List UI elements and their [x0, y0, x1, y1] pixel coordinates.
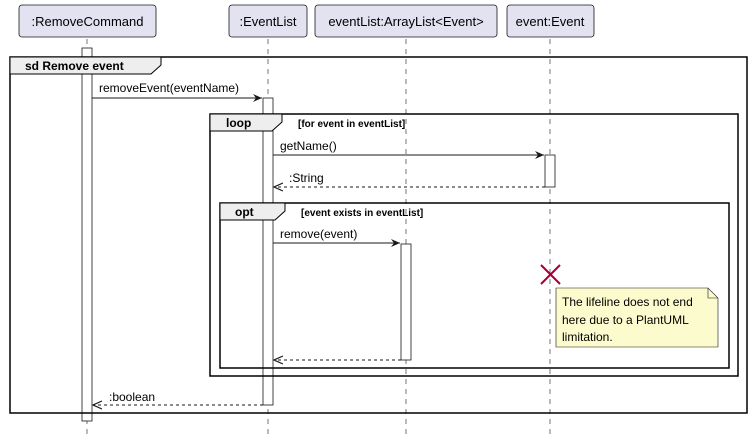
note-line-1: The lifeline does not end — [562, 295, 693, 309]
loop-frame: loop [for event in eventList] — [209, 113, 739, 377]
note-line-2: here due to a PlantUML — [562, 313, 689, 327]
message-label: remove(event) — [280, 227, 357, 241]
activation-event-list — [262, 97, 274, 406]
message-remove-event-call[interactable]: remove(event) — [273, 227, 400, 247]
participant-event[interactable]: event:Event — [506, 4, 595, 38]
loop-frame-guard: [for event in eventList] — [298, 119, 405, 130]
participant-event-list[interactable]: :EventList — [228, 4, 308, 38]
activation-event — [544, 154, 556, 188]
loop-frame-keyword: loop — [226, 116, 251, 130]
activations — [81, 47, 556, 422]
participant-arraylist[interactable]: eventList:ArrayList<Event> — [314, 4, 498, 38]
participant-label: eventList:ArrayList<Event> — [328, 14, 483, 29]
sd-frame: sd Remove event — [9, 56, 748, 414]
opt-frame-keyword: opt — [235, 205, 254, 219]
activation-arraylist — [400, 243, 412, 361]
message-label: :boolean — [109, 390, 155, 404]
destroy-x-icon — [540, 264, 561, 285]
participant-label: :EventList — [239, 14, 296, 29]
message-label: getName() — [280, 139, 337, 153]
note[interactable]: The lifeline does not end here due to a … — [555, 287, 719, 348]
message-get-name[interactable]: getName() — [273, 139, 544, 159]
opt-frame-guard: [event exists in eventList] — [301, 208, 423, 219]
message-label: :String — [289, 171, 324, 185]
opt-frame: opt [event exists in eventList] — [219, 202, 730, 369]
note-line-3: limitation. — [562, 330, 613, 344]
participant-label: :RemoveCommand — [32, 14, 144, 29]
message-return-string[interactable]: :String — [274, 171, 545, 187]
message-label: removeEvent(eventName) — [99, 81, 239, 95]
message-remove-event[interactable]: removeEvent(eventName) — [92, 81, 262, 102]
message-return-boolean[interactable]: :boolean — [93, 390, 263, 405]
participant-remove-command[interactable]: :RemoveCommand — [18, 4, 157, 38]
activation-remove-command — [81, 47, 93, 422]
sd-frame-title: sd Remove event — [25, 59, 124, 73]
participant-label: event:Event — [516, 14, 585, 29]
